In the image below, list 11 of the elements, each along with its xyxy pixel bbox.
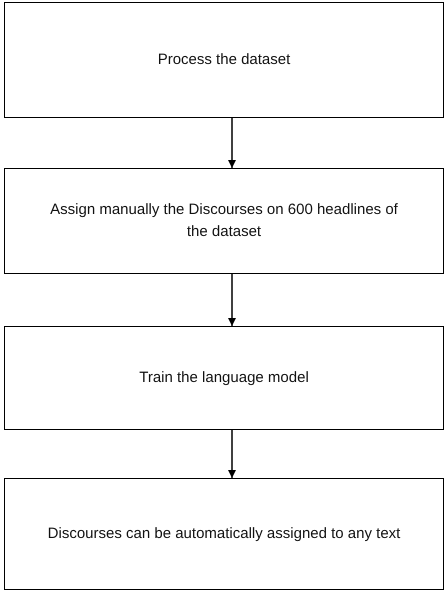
arrow: [228, 274, 236, 326]
step-text: Process the dataset: [158, 50, 290, 70]
arrow: [228, 430, 236, 478]
process-box: [4, 168, 444, 274]
step-text: Train the language model: [139, 368, 309, 388]
process-box: [4, 326, 444, 430]
process-box: [4, 478, 444, 590]
arrow: [228, 118, 236, 168]
process-box: [4, 2, 444, 118]
step-text: Assign manually the Discourses on 600 headlines of the dataset: [49, 200, 399, 242]
step-text: Discourses can be automatically assigned to any text: [48, 524, 400, 544]
